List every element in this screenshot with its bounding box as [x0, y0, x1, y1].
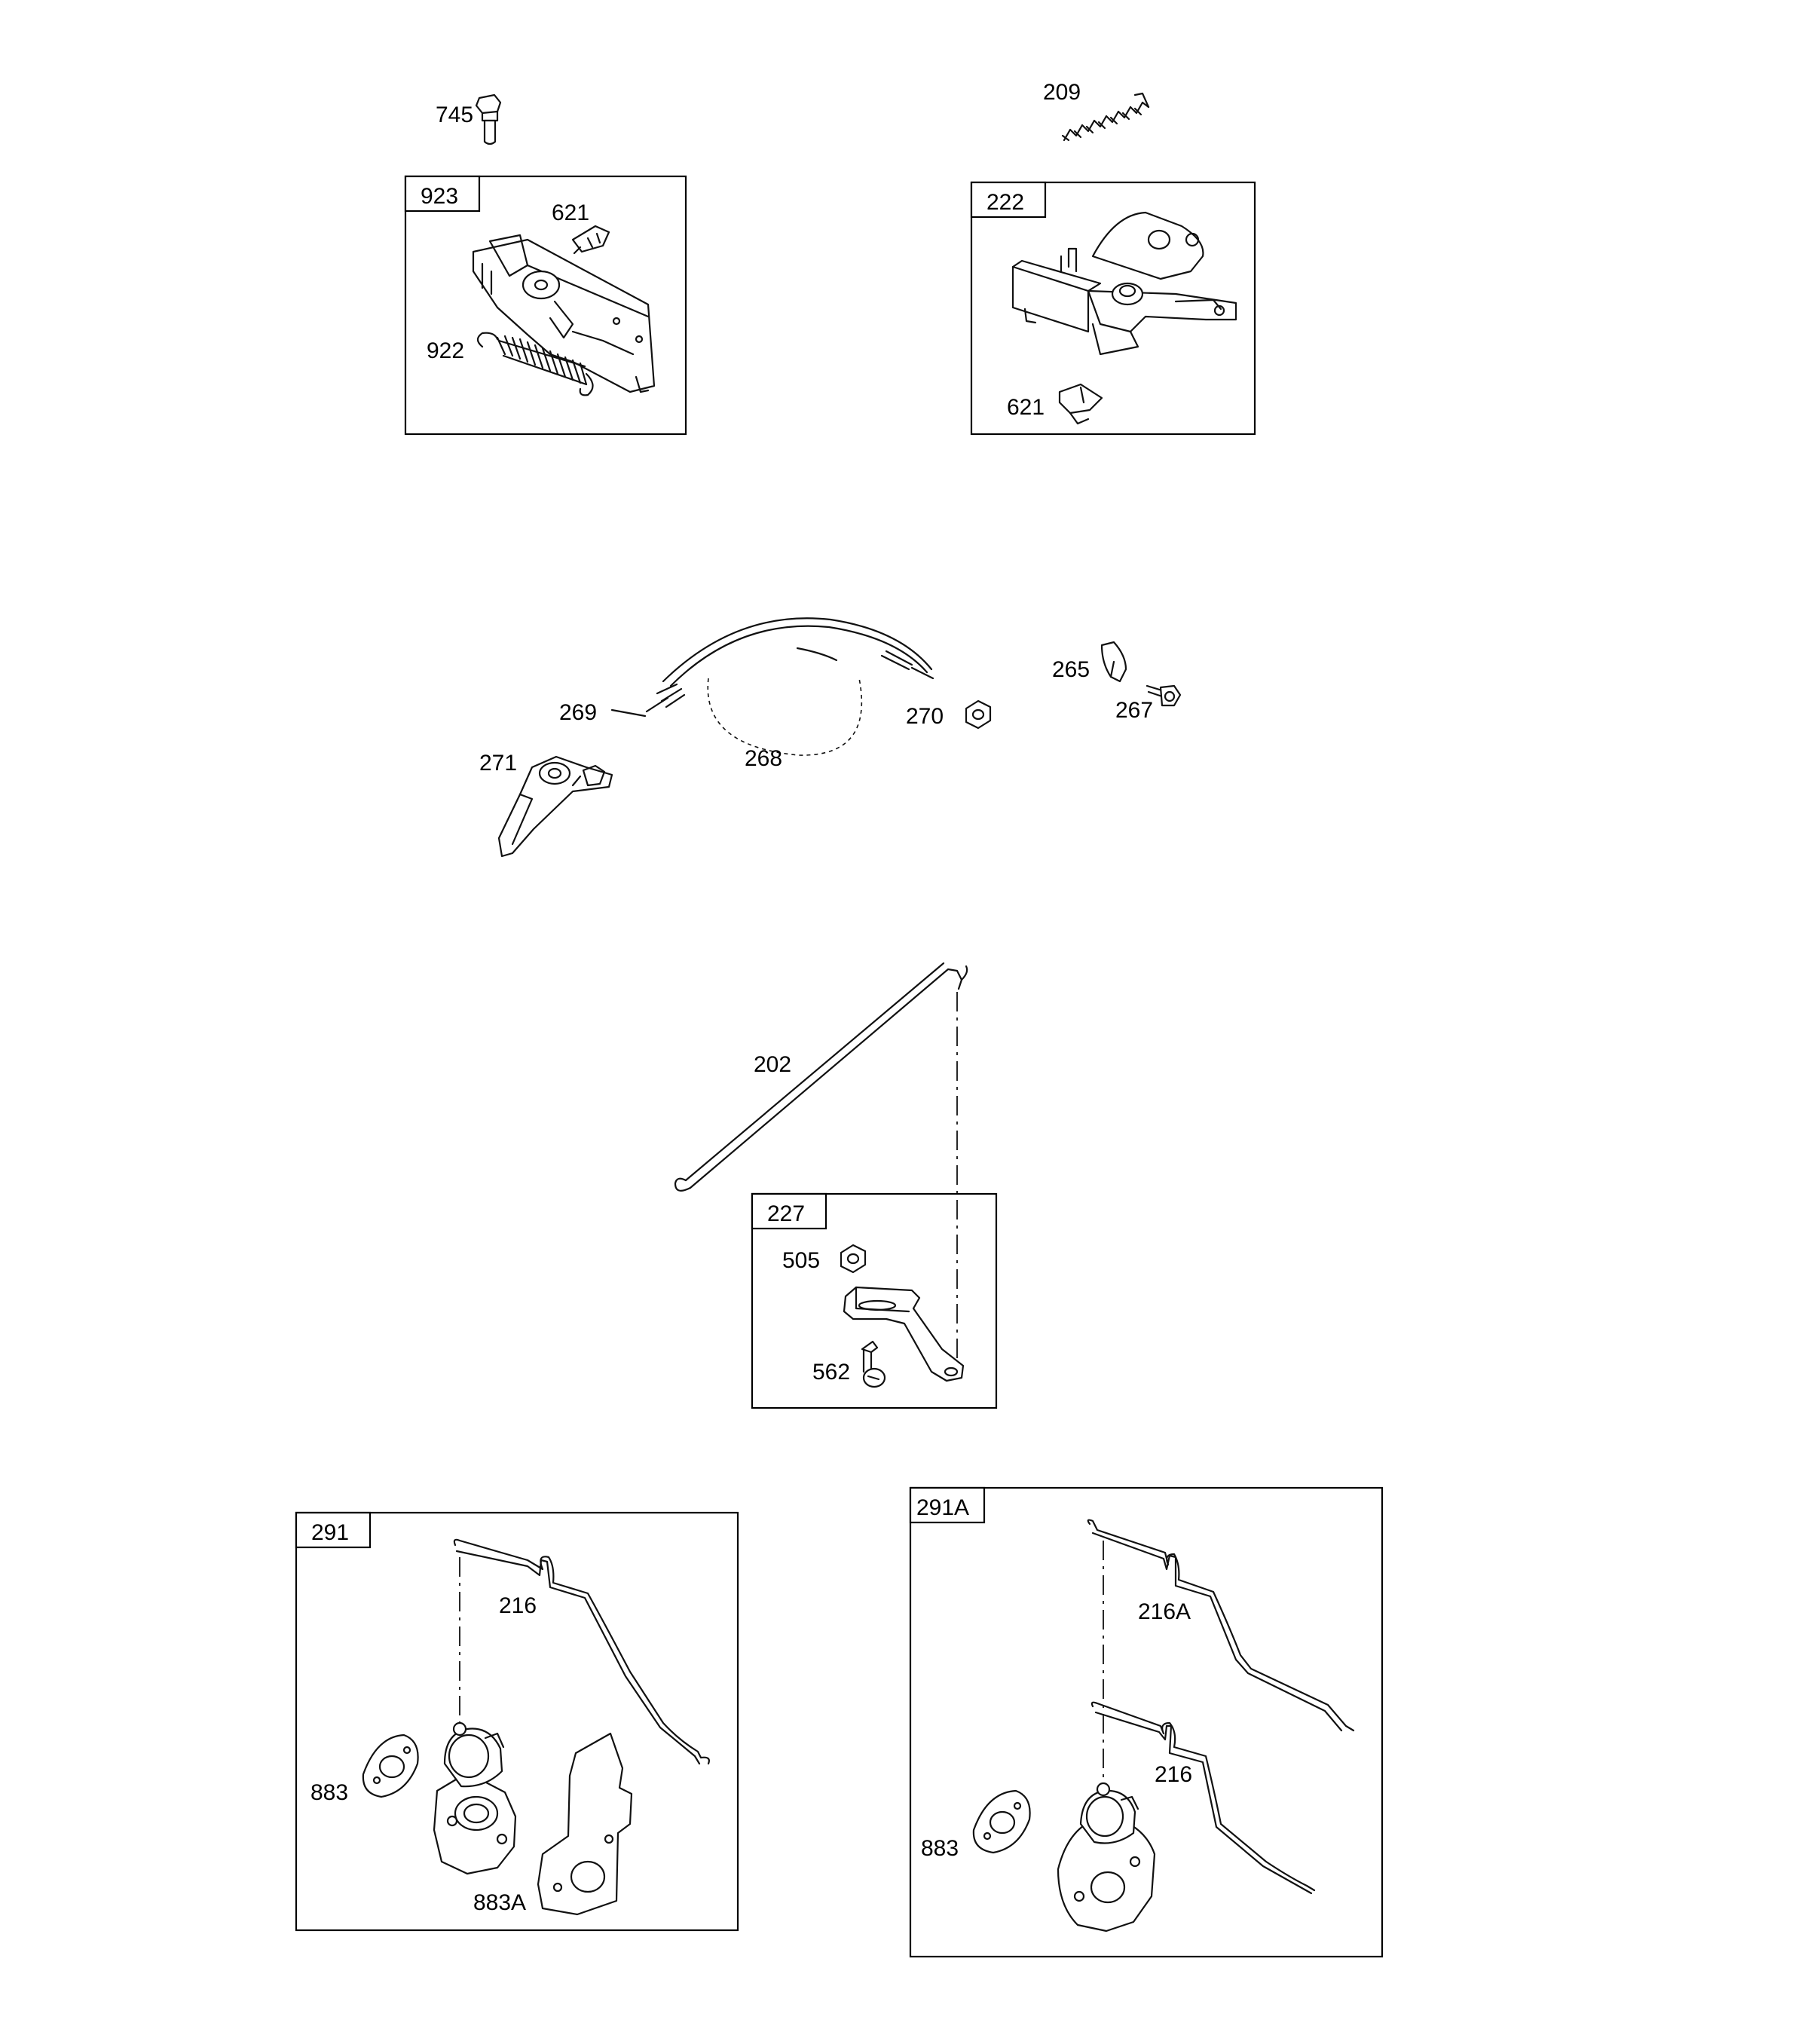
rod-202	[674, 962, 968, 1192]
part-label-271: 271	[479, 751, 517, 776]
leader-269	[610, 708, 647, 718]
control-bracket-222	[1011, 211, 1237, 356]
lever-271	[497, 755, 613, 858]
link-216-a	[453, 1538, 710, 1765]
plate-883A	[537, 1732, 633, 1916]
nut-270	[965, 699, 992, 730]
clip-621-a	[571, 225, 610, 255]
part-label-216-a: 216	[499, 1593, 537, 1618]
gasket-883-a	[362, 1734, 419, 1798]
part-label-265: 265	[1052, 657, 1090, 682]
part-label-922: 922	[427, 338, 464, 363]
control-bracket-923	[472, 234, 656, 393]
cable-end-269	[645, 683, 686, 713]
part-label-883-b: 883	[921, 1836, 959, 1861]
bracket-227	[843, 1286, 965, 1382]
part-label-621-a: 621	[552, 200, 589, 225]
part-label-291: 291	[311, 1520, 349, 1545]
clip-621-b	[1058, 383, 1103, 425]
part-label-202: 202	[754, 1052, 791, 1077]
assembly-tag-227	[751, 1192, 827, 1230]
part-label-745: 745	[436, 103, 473, 127]
nut-505	[840, 1244, 867, 1274]
part-label-268: 268	[745, 746, 782, 771]
gasket-883-b	[972, 1789, 1031, 1854]
part-label-621-b: 621	[1007, 395, 1045, 420]
cable-tip-right	[880, 650, 934, 680]
part-label-291A: 291A	[916, 1495, 969, 1520]
screw-562	[861, 1340, 886, 1388]
assembly-tag-291	[295, 1511, 372, 1549]
assembly-box-291	[295, 1511, 739, 1932]
part-label-923: 923	[421, 184, 458, 209]
part-label-883A: 883A	[473, 1890, 526, 1915]
choke-assembly-291A	[1057, 1782, 1156, 1932]
assembly-tag-222	[970, 181, 1047, 219]
assembly-tag-923	[404, 175, 481, 213]
spring-922	[476, 332, 594, 396]
part-label-505: 505	[782, 1248, 820, 1273]
part-label-562: 562	[812, 1360, 850, 1385]
link-216-b	[1090, 1701, 1316, 1895]
part-label-209: 209	[1043, 80, 1081, 105]
assembly-box-923	[404, 175, 687, 436]
link-216A	[1087, 1519, 1355, 1732]
spring-209	[1061, 92, 1150, 142]
part-label-270: 270	[906, 704, 944, 729]
part-label-216A: 216A	[1138, 1599, 1191, 1624]
assembly-box-227	[751, 1192, 998, 1409]
clip-265	[1100, 641, 1127, 683]
part-label-269: 269	[559, 700, 597, 725]
cable-268	[662, 617, 933, 756]
part-label-216-b: 216	[1155, 1762, 1192, 1787]
choke-assembly-291	[433, 1721, 517, 1875]
part-label-883-a: 883	[310, 1780, 348, 1805]
part-label-227: 227	[767, 1201, 805, 1226]
assembly-tag-291A	[909, 1486, 986, 1524]
assembly-box-291A	[909, 1486, 1384, 1958]
bolt-745	[475, 93, 502, 145]
assembly-box-222	[970, 181, 1256, 436]
screw-267	[1146, 684, 1182, 707]
part-label-222: 222	[986, 190, 1024, 215]
part-label-267: 267	[1115, 698, 1153, 723]
